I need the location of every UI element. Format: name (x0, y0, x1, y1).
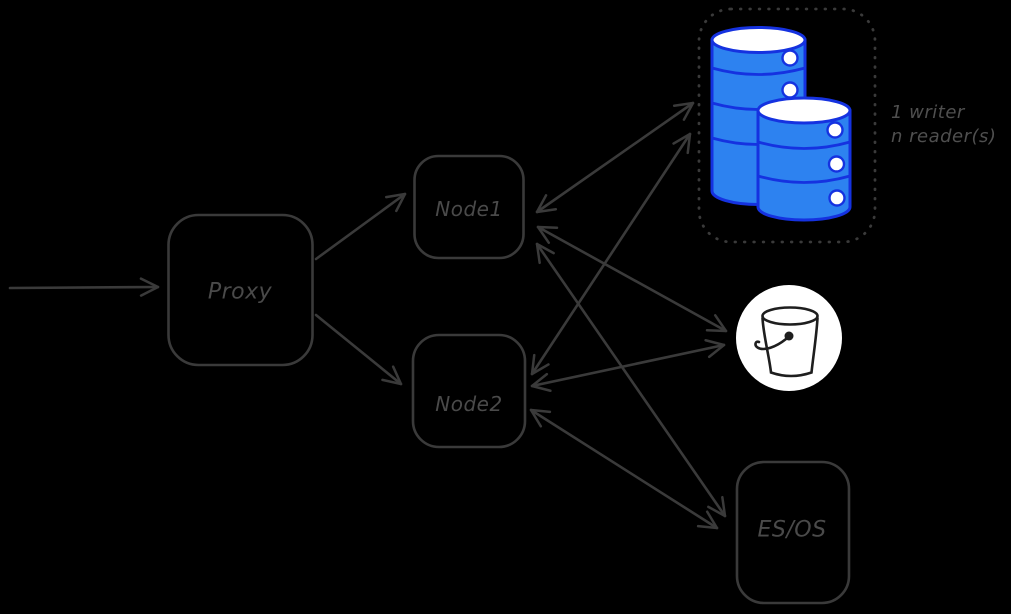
arrow-proxy-to-node1 (314, 192, 407, 261)
bucket-handle-knob (784, 331, 794, 341)
cylinder-back-dot2 (781, 81, 799, 99)
cylinder-back-band1 (710, 66, 807, 76)
node2-box (411, 333, 527, 449)
arrow-client-to-proxy (8, 277, 160, 297)
bucket-icon (736, 285, 842, 391)
cylinder-front-body (756, 109, 852, 222)
arrow-proxy-to-node2 (314, 313, 403, 386)
database-cylinders-icon (710, 26, 852, 222)
bucket-body (761, 316, 819, 378)
cylinder-front-dot2 (827, 155, 846, 173)
caption-reader-line: n reader(s) (891, 126, 997, 147)
esos-label: ES/OS (757, 517, 827, 543)
arrow-node1-bucket (536, 225, 728, 333)
caption-writer-line: 1 writer (891, 102, 965, 123)
database-cluster-dashed-box (697, 7, 877, 244)
cylinder-back-dot1 (781, 49, 799, 67)
node1-label: Node1 (435, 197, 503, 221)
node2-label: Node2 (435, 392, 503, 416)
arrow-node2-esos (529, 408, 719, 530)
cylinder-front-dot3 (828, 189, 846, 207)
cylinder-front-band2 (756, 174, 852, 184)
esos-box (735, 460, 851, 605)
cylinder-back-top (710, 26, 807, 54)
cylinder-front-dot1 (826, 121, 844, 139)
bucket-rim (761, 306, 819, 326)
proxy-box (167, 213, 314, 367)
database-cluster-caption: 1 writer n reader(s) (891, 101, 996, 149)
arrow-node1-database (535, 101, 695, 214)
bucket-handle (754, 337, 788, 351)
arrow-node2-bucket (530, 338, 726, 393)
proxy-label: Proxy (207, 279, 273, 305)
cylinder-front-top (756, 96, 852, 125)
cylinder-front-band1 (756, 140, 852, 150)
arrow-node2-database (530, 132, 692, 376)
node1-box (413, 154, 525, 260)
